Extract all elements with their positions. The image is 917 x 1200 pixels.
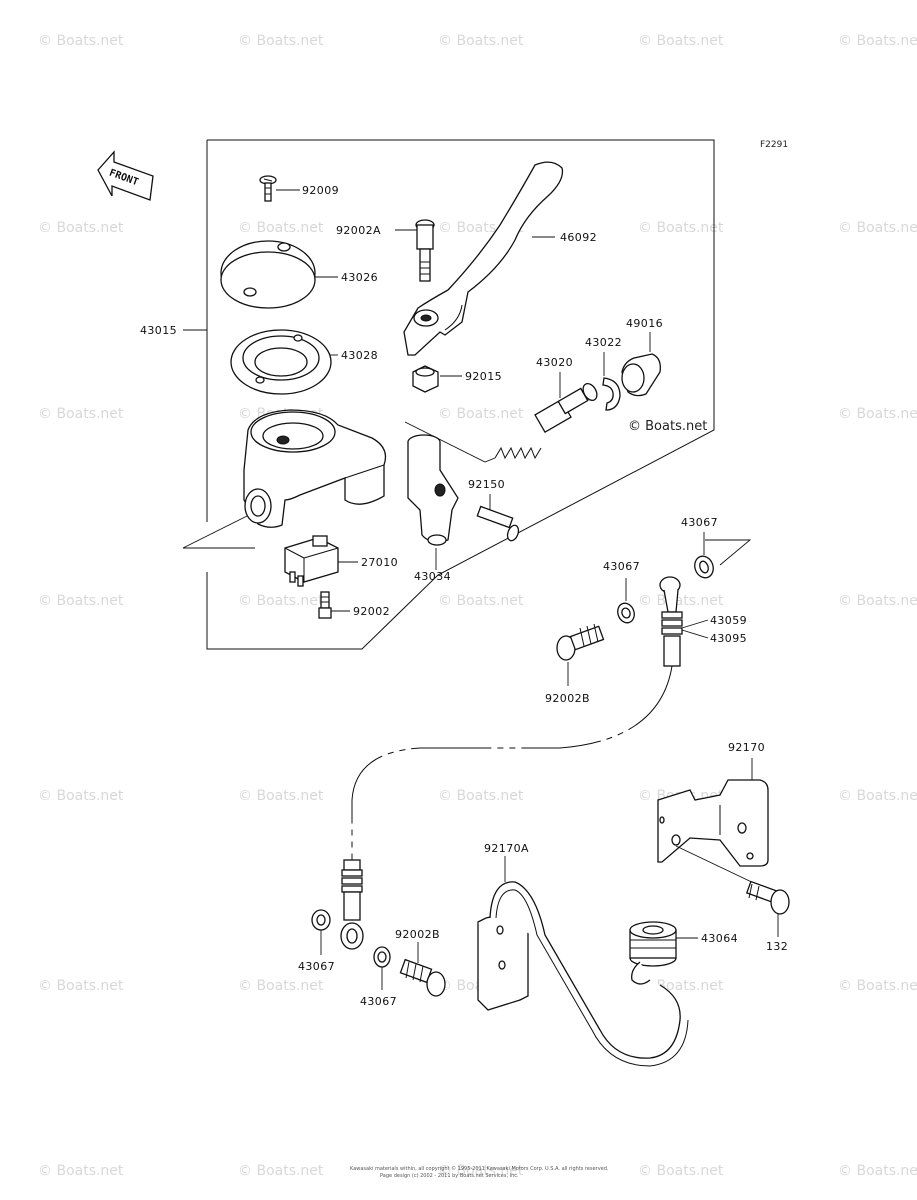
washer-43067-lower: [373, 946, 391, 968]
bolt-132: [745, 880, 790, 915]
front-arrow-icon: FRONT: [97, 150, 154, 201]
part-label: 49016: [626, 317, 663, 330]
master-cylinder-body: [243, 409, 387, 528]
copyright-line-2: Page design (c) 2002 - 2011 by Boats.net…: [380, 1173, 519, 1179]
pivot-bolt-92002A: [415, 219, 435, 282]
part-label: 43095: [710, 632, 747, 645]
nut-92015: [412, 365, 439, 393]
part-label: 43020: [536, 356, 573, 369]
watermark: © Boats.net: [838, 593, 917, 609]
washer-43067-lower-left: [311, 909, 331, 931]
part-label: 43026: [341, 271, 378, 284]
brake-hose-fitting-upper: [659, 576, 683, 667]
brake-hose-fitting-lower: [340, 859, 364, 950]
watermark: © Boats.net: [638, 1163, 724, 1179]
watermark: © Boats.net: [238, 33, 324, 49]
part-label: 43064: [701, 932, 738, 945]
watermark: © Boats.net: [38, 220, 124, 236]
part-label: 43034: [414, 570, 451, 583]
watermark: © Boats.net: [238, 593, 324, 609]
part-label: 92002A: [336, 224, 381, 237]
bolt-92150: [476, 505, 520, 542]
part-label: 43067: [681, 516, 718, 529]
watermark: © Boats.net: [438, 788, 524, 804]
bracket-92170: [657, 779, 769, 867]
watermark: © Boats.net: [838, 33, 917, 49]
part-label: 43067: [360, 995, 397, 1008]
piston-kit-43020: [494, 382, 598, 460]
part-label: 92170A: [484, 842, 529, 855]
part-label: 92170: [728, 741, 765, 754]
screw-92009: [259, 175, 277, 202]
watermark: © Boats.net: [38, 406, 124, 422]
part-label: 43067: [298, 960, 335, 973]
watermark: © Boats.net: [638, 593, 724, 609]
brake-hose: [351, 665, 673, 860]
watermark: © Boats.net: [438, 1163, 524, 1179]
watermark: © Boats.net: [238, 978, 324, 994]
watermark: © Boats.net: [238, 220, 324, 236]
assembly-frame: [206, 139, 715, 650]
brake-switch-27010: [284, 535, 339, 587]
bracket-92170A: [477, 881, 689, 1067]
watermark: © Boats.net: [638, 220, 724, 236]
watermark: © Boats.net: [38, 788, 124, 804]
screw-92002: [318, 591, 332, 619]
banjo-bolt-92002B-upper: [556, 623, 605, 661]
washer-43067-left: [617, 602, 635, 624]
watermark: © Boats.net: [38, 978, 124, 994]
watermark: © Boats.net: [838, 978, 917, 994]
diaphragm-43028: [230, 329, 332, 395]
banjo-bolt-92002B-lower: [399, 958, 446, 997]
part-label: 43028: [341, 349, 378, 362]
watermark: © Boats.net: [838, 1163, 917, 1179]
part-label: 92009: [302, 184, 339, 197]
part-label: 43022: [585, 336, 622, 349]
watermark: © Boats.net: [838, 788, 917, 804]
washer-43067-right: [694, 555, 714, 579]
circlip-43022: [602, 377, 621, 411]
watermark: © Boats.net: [838, 220, 917, 236]
part-label: 132: [766, 940, 788, 953]
part-label: 43015: [140, 324, 177, 337]
watermark-inline: © Boats.net: [628, 419, 707, 434]
part-label: 46092: [560, 231, 597, 244]
damper-43064: [629, 921, 677, 985]
watermark: © Boats.net: [38, 33, 124, 49]
watermark: © Boats.net: [438, 593, 524, 609]
reservoir-cap-43026: [220, 240, 316, 309]
watermark: © Boats.net: [438, 406, 524, 422]
part-label: 92150: [468, 478, 505, 491]
holder-43034: [407, 434, 459, 546]
watermark: © Boats.net: [438, 33, 524, 49]
part-label: 43067: [603, 560, 640, 573]
figure-code: F2291: [760, 140, 788, 150]
watermark: © Boats.net: [238, 1163, 324, 1179]
watermark: © Boats.net: [38, 593, 124, 609]
part-label: 43059: [710, 614, 747, 627]
watermark: © Boats.net: [638, 33, 724, 49]
part-label: 92015: [465, 370, 502, 383]
watermark: © Boats.net: [38, 1163, 124, 1179]
watermark: © Boats.net: [238, 788, 324, 804]
brake-lever-46092: [403, 161, 564, 356]
copyright-line: Kawasaki materials within, all copyright…: [350, 1165, 609, 1172]
part-label: 27010: [361, 556, 398, 569]
part-label: 92002B: [545, 692, 590, 705]
watermark-grid: © Boats.net © Boats.net © Boats.net © Bo…: [38, 33, 917, 1179]
dust-boot-49016: [621, 353, 661, 397]
watermark: © Boats.net: [838, 406, 917, 422]
part-label: 92002: [353, 605, 390, 618]
part-label: 92002B: [395, 928, 440, 941]
